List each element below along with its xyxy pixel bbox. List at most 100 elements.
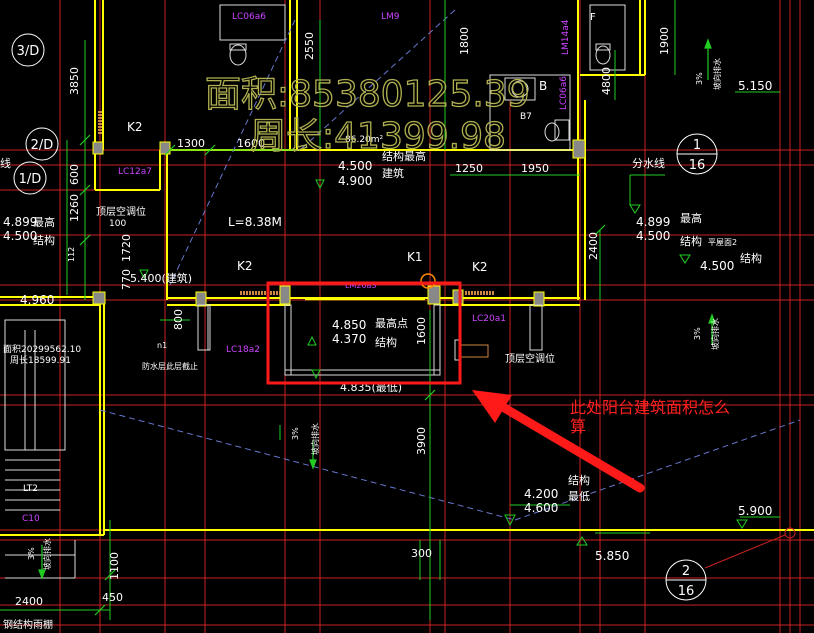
dim-2400-horizontal: 2400	[15, 595, 43, 608]
label-bottom-jiegou: 结构	[568, 473, 590, 487]
label-4960: 4.960	[20, 293, 54, 307]
dim-1720: 1720	[120, 234, 133, 262]
label-lt2: LT2	[23, 484, 38, 494]
overlay-perimeter-text: 周长:41399.98	[250, 116, 506, 157]
label-ac-right: 顶层空调位	[505, 352, 555, 365]
label-bottom-zuidi: 最低	[568, 490, 590, 503]
label-n1: n1	[157, 341, 167, 350]
bubble-2-top: 2	[682, 564, 690, 579]
dim-1100: 1100	[108, 552, 121, 580]
area-overlay: 面积:85380125.39 周长:41399.98	[204, 73, 530, 157]
label-bal-4850: 4.850	[332, 318, 366, 332]
label-b7: B7	[520, 112, 532, 122]
dim-1900: 1900	[658, 27, 671, 55]
label-ac-left: 顶层空调位	[96, 205, 146, 218]
label-struct-top: 结构最高	[382, 149, 426, 163]
bubble-1d: 1/D	[19, 172, 42, 187]
columns	[92, 139, 586, 307]
dim-600: 600	[68, 164, 81, 185]
k1-marker-icon	[420, 273, 436, 289]
label-r-4500: 4.500	[636, 229, 670, 243]
label-5850: 5.850	[595, 549, 629, 563]
label-area-small: 86.20m²	[345, 135, 384, 145]
slope-text-2: 坡向排水	[710, 318, 720, 350]
dim-100: 100	[109, 219, 126, 229]
label-left-4899: 4.899	[3, 215, 37, 229]
label-5150: 5.150	[738, 79, 772, 93]
question-text-line1: 此处阳台建筑面积怎么	[570, 398, 730, 417]
label-waterproof: 防水层此层截止	[142, 361, 198, 371]
dim-1800: 1800	[458, 27, 471, 55]
label-fenshuixian-right: 分水线	[632, 156, 665, 170]
balcony-highlight-box[interactable]	[266, 281, 462, 385]
bubble-1-bottom: 16	[689, 158, 706, 173]
label-bal-highest: 最高点	[375, 316, 408, 330]
question-arrow-icon	[472, 390, 645, 493]
slope-lines	[99, 9, 801, 521]
label-canopy: 钢结构雨棚	[3, 618, 53, 631]
slope-pct-1: 3%	[695, 72, 704, 85]
annotations: K2 K2 K1 K2 B B7 F n1 LT2 86.20m² 线 分水线 …	[0, 12, 772, 631]
dim-770: 770	[120, 269, 133, 290]
slope-arrows	[38, 38, 716, 580]
dim-2400-vertical: 2400	[587, 232, 600, 260]
label-r-4899: 4.899	[636, 215, 670, 229]
slope-text-3: 坡向排水	[310, 423, 320, 455]
elevation-markers	[139, 91, 780, 546]
window-lc06a6-right: LC06a6	[559, 76, 569, 110]
window-lc20a1: LC20a1	[472, 314, 506, 324]
label-left-jiegou: 结构	[33, 233, 55, 247]
label-4600: 4.600	[524, 501, 558, 515]
dim-1950: 1950	[521, 162, 549, 175]
dim-2550: 2550	[303, 32, 316, 60]
label-r-jiegou: 结构	[680, 234, 702, 248]
window-lc06a6: LC06a6	[232, 12, 266, 22]
dim-300: 300	[411, 547, 432, 560]
bubble-3d: 3/D	[17, 44, 40, 59]
window-lm20a3: LM20a3	[345, 281, 377, 290]
slope-text-1: 坡向排水	[712, 58, 722, 90]
label-r2-jiegou: 结构	[740, 251, 762, 265]
label-b: B	[539, 79, 547, 93]
label-struct-top-v2: 4.900	[338, 174, 372, 188]
label-4200: 4.200	[524, 487, 558, 501]
bubble-1-top: 1	[693, 138, 701, 153]
slope-pct-3: 3%	[291, 427, 300, 440]
dim-112: 112	[67, 247, 76, 262]
label-left-perimeter: 周长18599.91	[10, 354, 71, 366]
windows: LC06a6 LM9 LM14a4 LC06a6 LC12a7 LM20a3 L…	[22, 12, 571, 524]
window-lm14a4: LM14a4	[561, 19, 571, 55]
dimension-lines	[0, 0, 676, 620]
staircase	[4, 319, 76, 579]
grid-bubbles	[11, 33, 796, 601]
window-lm9: LM9	[381, 12, 400, 22]
window-lc18a2: LC18a2	[226, 345, 260, 355]
label-jianzhu: 建筑	[382, 166, 404, 180]
dim-800: 800	[172, 309, 185, 330]
slope-text-4: 坡向排水	[42, 538, 52, 570]
label-r-zuigao: 最高	[680, 211, 702, 225]
label-k2-mid: K2	[237, 259, 253, 273]
label-k2-right: K2	[472, 260, 488, 274]
label-k2-left: K2	[127, 120, 143, 134]
label-length: L=8.38M	[228, 215, 282, 229]
dimension-ticks	[79, 134, 606, 616]
label-bal-struct: 结构	[375, 335, 397, 349]
dim-1250: 1250	[455, 162, 483, 175]
label-left-4500: 4.500	[3, 229, 37, 243]
dim-450: 450	[102, 591, 123, 604]
label-bal-4370: 4.370	[332, 332, 366, 346]
dim-1300: 1300	[177, 137, 205, 150]
grid-bubble-labels: 3/D 2/D 1/D 1 16 2 16	[17, 44, 706, 599]
label-left-area: 面积20299562.10	[3, 343, 81, 355]
window-c10: C10	[22, 514, 40, 524]
window-bars	[98, 111, 495, 301]
label-fenshuixian-left: 线	[0, 156, 11, 170]
dim-1600-vertical: 1600	[415, 317, 428, 345]
label-5400-jianzhu: 5.400(建筑)	[130, 271, 192, 285]
label-r-pingwumian: 平屋面2	[708, 238, 737, 247]
dim-3900: 3900	[415, 427, 428, 455]
label-left-zuigao: 最高	[33, 215, 55, 229]
slope-pct-2: 3%	[693, 327, 702, 340]
